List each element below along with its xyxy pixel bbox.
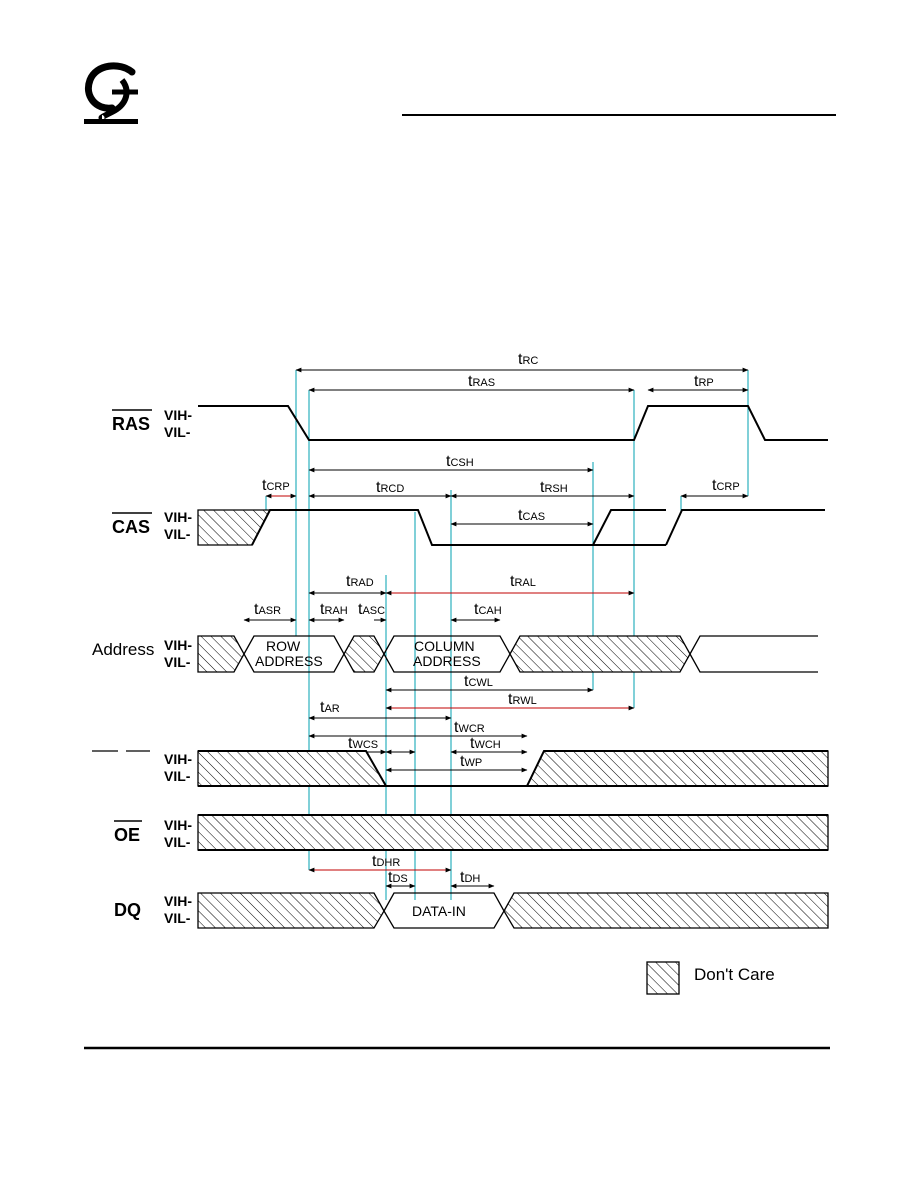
ras-label: RAS [112,414,150,434]
cas-dont-care [197,509,272,546]
tcsh-label: tCSH [446,453,474,470]
oe-vil: VIL- [164,834,191,850]
address-vih: VIH- [164,637,192,653]
tcwl-label: tCWL [464,673,493,690]
trad-label: tRAD [346,573,374,590]
trp-label: tRP [694,373,714,390]
cas-vih: VIH- [164,509,192,525]
address-signal-row: Address VIH- VIL- ROW ADDRESS COLUMN ADD… [92,635,818,673]
tasc-label: tASC [358,601,385,618]
we-dont-care-2 [525,750,829,787]
we-signal-row: VIH- VIL- [92,750,829,787]
cas-waveform [251,509,666,546]
dq-dont-care-2 [503,892,829,929]
trc-label: tRC [518,351,538,368]
we-vil: VIL- [164,768,191,784]
address-dont-care-3 [509,635,691,673]
dq-dont-care-1 [197,892,385,929]
trsh-label: tRSH [540,479,568,496]
dq-signal-row: DQ VIH- VIL- DATA-IN [114,892,829,929]
column-address-line2: ADDRESS [413,653,481,669]
row-address-line1: ROW [266,638,301,654]
tdhr-label: tDHR [372,853,400,870]
dq-vih: VIH- [164,893,192,909]
tar-label: tAR [320,699,340,716]
tcah-label: tCAH [474,601,502,618]
address-label: Address [92,640,154,659]
address-dont-care-2 [343,635,385,673]
tras-label: tRAS [468,373,495,390]
dq-label: DQ [114,900,141,920]
legend-dont-care: Don't Care [694,965,775,984]
twcs-label: tWCS [348,735,378,752]
cas-label: CAS [112,517,150,537]
legend-swatch [646,961,680,995]
timing-dimensions: tRC tRAS tRP tCSH tCRP tRCD tRSH tCRP tC… [243,351,749,889]
company-logo [84,62,138,124]
we-dont-care-1 [197,750,388,787]
twp-label: tWP [460,753,482,770]
trah-label: tRAH [320,601,348,618]
address-dont-care-1 [197,635,245,673]
oe-dont-care [197,814,829,851]
address-vil: VIL- [164,654,191,670]
tdh-label: tDH [460,869,480,886]
row-address-line2: ADDRESS [255,653,323,669]
cas-signal-row: CAS VIH- VIL- [112,509,825,546]
oe-label: OE [114,825,140,845]
column-address-line1: COLUMN [414,638,475,654]
cas-vil: VIL- [164,526,191,542]
trwl-label: tRWL [508,691,537,708]
tcrp-right-label: tCRP [712,477,740,494]
twch-label: tWCH [470,735,501,752]
ras-vil: VIL- [164,424,191,440]
ras-waveform [198,405,828,441]
twcr-label: tWCR [454,719,485,736]
we-vih: VIH- [164,751,192,767]
legend: Don't Care [646,961,775,995]
tcas-label: tCAS [518,507,545,524]
trcd-label: tRCD [376,479,404,496]
ras-vih: VIH- [164,407,192,423]
tcrp-left-label: tCRP [262,477,290,494]
ras-signal-row: RAS VIH- VIL- [112,405,828,441]
data-in-label: DATA-IN [412,903,466,919]
tasr-label: tASR [254,601,281,618]
tral-label: tRAL [510,573,536,590]
oe-signal-row: OE VIH- VIL- [114,814,829,851]
dq-vil: VIL- [164,910,191,926]
tds-label: tDS [388,869,408,886]
oe-vih: VIH- [164,817,192,833]
